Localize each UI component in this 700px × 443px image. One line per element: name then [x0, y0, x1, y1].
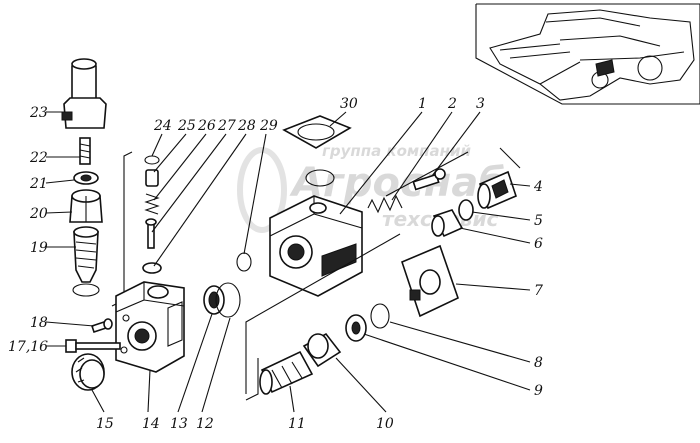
watermark-line1: группа компаний — [322, 142, 472, 160]
label-13: 13 — [170, 416, 188, 432]
label-22: 22 — [29, 150, 48, 166]
part-23-sensor — [61, 58, 107, 129]
inset-harvester-drawing — [475, 3, 700, 105]
parts-24-28-stack — [142, 155, 162, 274]
part-29-o-ring — [236, 252, 252, 272]
label-20: 20 — [29, 206, 48, 222]
part-17-16-bolt — [65, 339, 121, 353]
watermark: группа компаний Агроснаб техсервис — [237, 142, 506, 233]
label-3: 3 — [476, 96, 485, 112]
label-2: 2 — [447, 96, 457, 112]
label-8: 8 — [534, 355, 543, 371]
label-1: 1 — [418, 96, 427, 112]
part-11-filter — [259, 350, 314, 395]
label-5: 5 — [534, 213, 543, 229]
label-23: 23 — [29, 105, 48, 121]
part-4-spool — [477, 170, 517, 210]
label-9: 9 — [534, 383, 543, 399]
part-18-plug — [90, 318, 113, 334]
label-21: 21 — [29, 176, 48, 192]
part-21-washer — [73, 171, 99, 185]
label-12: 12 — [196, 416, 214, 432]
part-5-ring — [458, 199, 474, 221]
label-19: 19 — [30, 240, 48, 256]
label-10: 10 — [376, 416, 394, 432]
leader-bracket — [111, 151, 133, 307]
part-7-flange — [401, 244, 459, 318]
part-o-ring-19 — [72, 283, 100, 297]
label-29: 29 — [259, 118, 278, 134]
label-4: 4 — [533, 179, 543, 195]
part-30-cover — [282, 115, 352, 187]
label-28: 28 — [237, 118, 256, 134]
label-26: 26 — [197, 118, 216, 134]
parts-12-13-rings — [203, 282, 241, 318]
part-14-valve-body — [115, 281, 185, 373]
label-17-16: 17,16 — [8, 339, 48, 355]
label-25: 25 — [177, 118, 196, 134]
label-6: 6 — [534, 236, 543, 252]
label-11: 11 — [288, 416, 306, 432]
label-24: 24 — [153, 118, 172, 134]
leader-lines — [45, 111, 531, 413]
label-18: 18 — [30, 315, 48, 331]
part-19-fitting — [73, 226, 99, 283]
label-15: 15 — [96, 416, 114, 432]
label-27: 27 — [217, 118, 236, 134]
label-7: 7 — [534, 283, 543, 299]
part-15-cap-nut — [71, 353, 105, 391]
part-22-stud — [79, 137, 91, 165]
label-14: 14 — [142, 416, 160, 432]
part-2-spring — [367, 194, 403, 214]
part-1-housing — [269, 195, 363, 297]
parts-8-9-rings — [345, 303, 390, 342]
part-20-nut — [69, 189, 103, 223]
label-30: 30 — [340, 96, 358, 112]
part-3-pin — [412, 168, 446, 191]
callout-labels: 23 22 21 20 19 18 17,16 15 14 13 12 24 2… — [8, 96, 543, 432]
part-10-valve — [302, 332, 342, 368]
